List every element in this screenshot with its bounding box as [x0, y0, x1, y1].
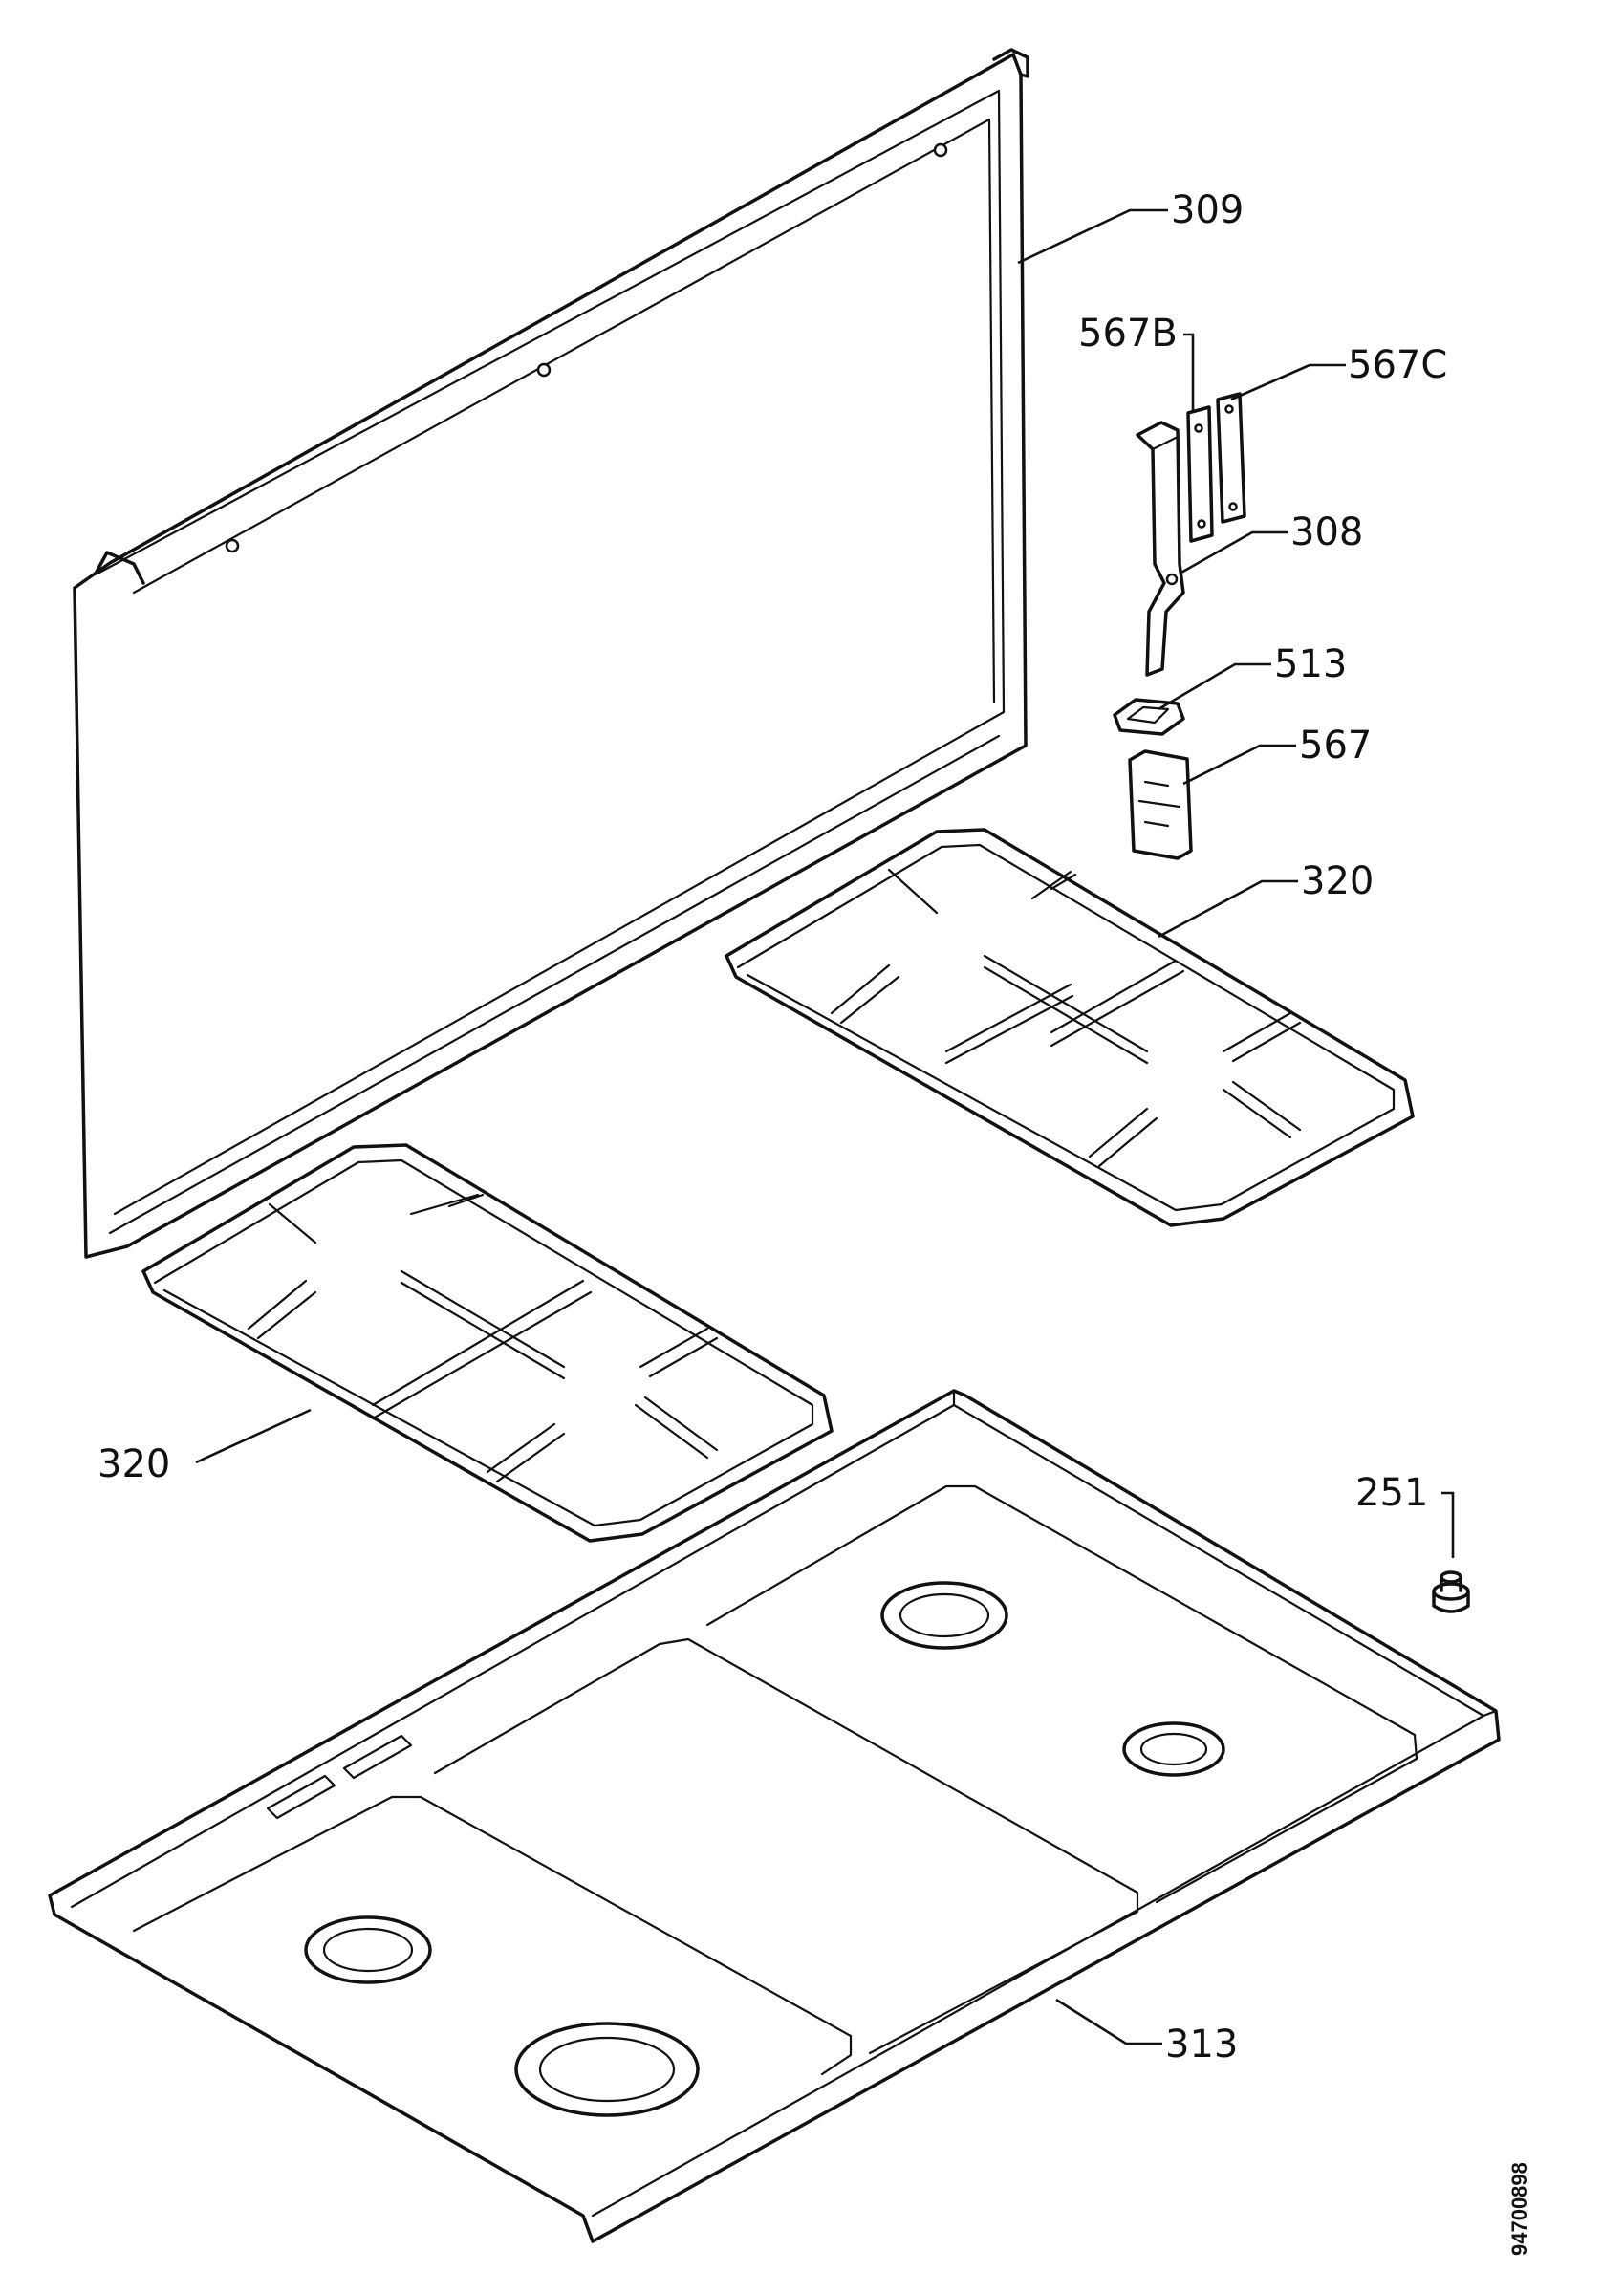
document-number: 94700898	[1507, 2162, 1531, 2256]
part-309-lid	[73, 48, 1029, 1259]
lid-screw-hole	[933, 142, 948, 158]
callout-320-left: 320	[97, 1442, 170, 1486]
burner-ring	[304, 1915, 432, 1984]
burner-ring	[880, 1581, 1008, 1650]
part-313-hob-top	[48, 1389, 1501, 2243]
callout-labels: 309 567B 567C 308 513 567 320 320 251 31…	[97, 188, 1447, 2067]
callout-313: 313	[1165, 2023, 1238, 2067]
part-308-hinge	[1136, 421, 1185, 677]
lid-screw-hole	[536, 362, 552, 378]
callout-308: 308	[1290, 510, 1363, 554]
callout-567b: 567B	[1078, 312, 1178, 356]
part-251-foot	[1432, 1570, 1470, 1613]
burner-ring	[1122, 1721, 1225, 1777]
leader-lines	[195, 208, 1455, 2045]
part-513-clip	[1113, 698, 1185, 736]
part-320-pan-support-left	[141, 1143, 834, 1543]
lid-screw-hole	[225, 538, 240, 553]
callout-320-right: 320	[1301, 859, 1374, 903]
part-567b-strip	[1186, 405, 1214, 543]
callout-251: 251	[1355, 1471, 1428, 1515]
part-320-pan-support-right	[725, 828, 1415, 1227]
callout-309: 309	[1171, 188, 1244, 232]
callout-567c: 567C	[1348, 343, 1447, 387]
part-567c-strip	[1216, 392, 1246, 524]
part-567-plate	[1128, 749, 1193, 860]
callout-513: 513	[1274, 642, 1347, 686]
burner-ring	[514, 2022, 700, 2117]
callout-567: 567	[1299, 724, 1372, 768]
